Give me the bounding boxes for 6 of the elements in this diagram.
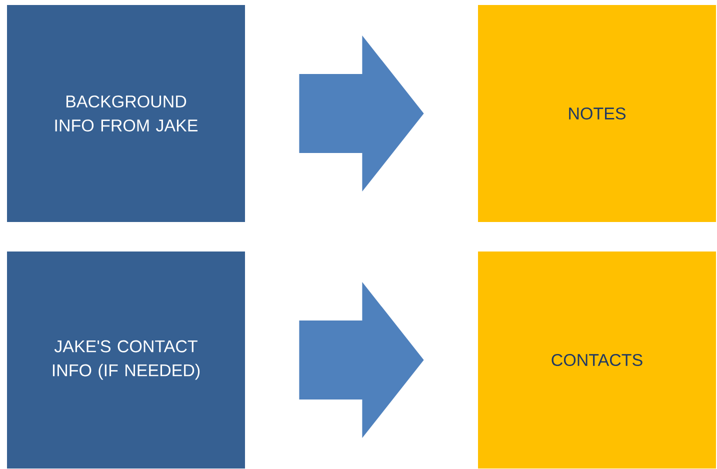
block-arrow [299, 282, 424, 438]
source-box: JAKE'S CONTACT INFO (IF NEEDED) [7, 252, 245, 468]
block-arrow [299, 36, 424, 192]
target-box: NOTES [478, 5, 716, 222]
source-box: BACKGROUND INFO FROM JAKE [7, 5, 245, 222]
target-box: CONTACTS [478, 252, 716, 468]
